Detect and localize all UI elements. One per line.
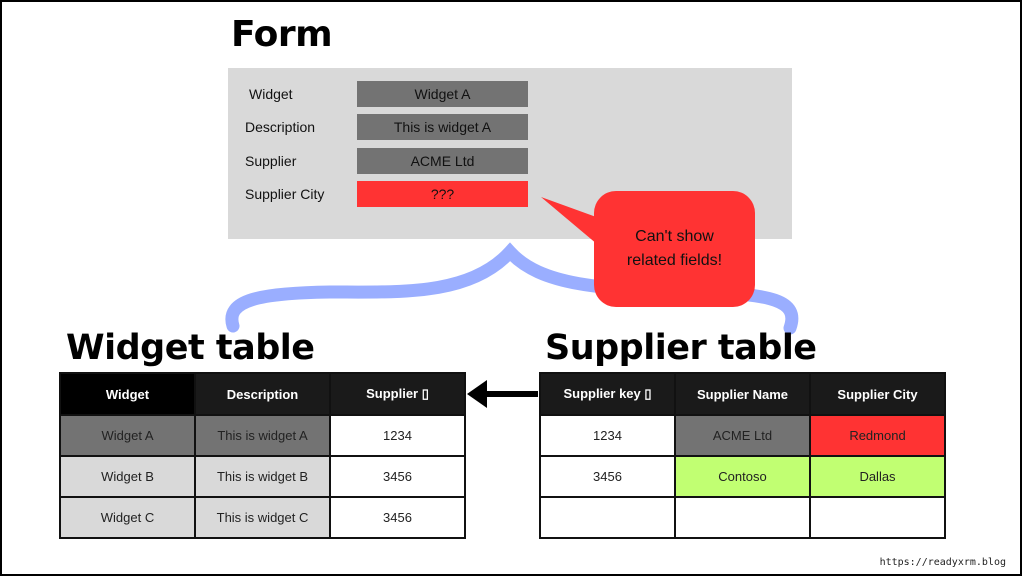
- callout-tail: [541, 197, 610, 255]
- table-row[interactable]: 1234 ACME Ltd Redmond: [539, 414, 946, 457]
- table-cell: [809, 496, 946, 539]
- footer-url[interactable]: https://readyxrm.blog: [879, 557, 1006, 568]
- field-label: Widget: [249, 86, 293, 102]
- table-cell: 3456: [539, 455, 676, 498]
- table-cell: 1234: [329, 414, 466, 457]
- table-cell: 3456: [329, 496, 466, 539]
- column-header: Supplier ▯: [329, 372, 466, 416]
- form-row-supplier-city: Supplier City ???: [228, 181, 792, 207]
- table-cell: This is widget A: [194, 414, 331, 457]
- table-cell: Contoso: [674, 455, 811, 498]
- column-header: Supplier key ▯: [539, 372, 676, 416]
- table-cell: 3456: [329, 455, 466, 498]
- field-label: Description: [245, 119, 316, 135]
- description-field[interactable]: This is widget A: [357, 114, 528, 140]
- table-header-row: Supplier key ▯ Supplier Name Supplier Ci…: [539, 372, 946, 416]
- field-label: Supplier: [245, 153, 297, 169]
- column-header: Widget: [59, 372, 196, 416]
- column-header: Supplier Name: [674, 372, 811, 416]
- column-header: Description: [194, 372, 331, 416]
- table-row[interactable]: [539, 496, 946, 539]
- table-header-row: Widget Description Supplier ▯: [59, 372, 466, 416]
- table-cell: [674, 496, 811, 539]
- table-cell: 1234: [539, 414, 676, 457]
- table-row[interactable]: Widget A This is widget A 1234: [59, 414, 466, 457]
- form-row-description: Description This is widget A: [228, 114, 792, 140]
- form-panel: Widget Widget A Description This is widg…: [228, 68, 792, 239]
- field-label: Supplier City: [245, 186, 325, 202]
- table-cell: This is widget C: [194, 496, 331, 539]
- table-row[interactable]: Widget C This is widget C 3456: [59, 496, 466, 539]
- callout-bubble: Can't show related fields!: [594, 191, 755, 307]
- table-cell: ACME Ltd: [674, 414, 811, 457]
- form-row-widget: Widget Widget A: [228, 81, 792, 107]
- widget-table-title: Widget table: [66, 328, 315, 368]
- table-cell: Widget A: [59, 414, 196, 457]
- table-cell: Widget B: [59, 455, 196, 498]
- supplier-table-title: Supplier table: [545, 328, 817, 368]
- form-row-supplier: Supplier ACME Ltd: [228, 148, 792, 174]
- table-cell: Dallas: [809, 455, 946, 498]
- table-cell: [539, 496, 676, 539]
- callout-text: Can't show related fields!: [626, 228, 723, 269]
- supplier-city-field[interactable]: ???: [357, 181, 528, 207]
- table-cell: This is widget B: [194, 455, 331, 498]
- relation-arrow-head: [467, 380, 487, 408]
- table-row[interactable]: 3456 Contoso Dallas: [539, 455, 946, 498]
- supplier-field[interactable]: ACME Ltd: [357, 148, 528, 174]
- form-title: Form: [231, 14, 333, 55]
- table-row[interactable]: Widget B This is widget B 3456: [59, 455, 466, 498]
- table-cell: Widget C: [59, 496, 196, 539]
- supplier-table: Supplier key ▯ Supplier Name Supplier Ci…: [539, 372, 946, 539]
- column-header: Supplier City: [809, 372, 946, 416]
- widget-table: Widget Description Supplier ▯ Widget A T…: [59, 372, 466, 539]
- table-cell: Redmond: [809, 414, 946, 457]
- widget-field[interactable]: Widget A: [357, 81, 528, 107]
